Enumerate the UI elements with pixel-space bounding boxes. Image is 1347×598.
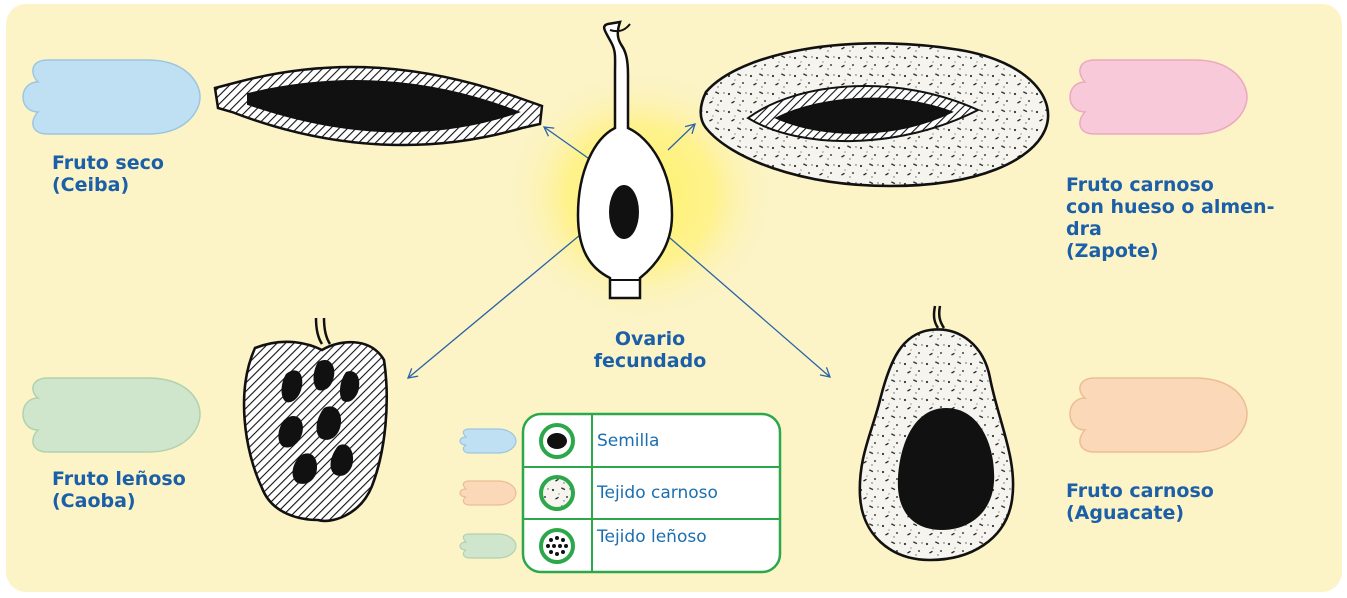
seed-icon: [539, 423, 575, 459]
arrow-green-icon: [22, 377, 201, 453]
legend-arrow-green-icon: [459, 533, 517, 559]
connector-to-stone-fruit: [667, 123, 696, 151]
legend-arrow-orange-icon: [459, 480, 517, 506]
label-dry-fruit-line2: (Ceiba): [52, 174, 130, 196]
label-woody-fruit-line1: Fruto leñoso: [52, 468, 186, 490]
ovary-drawing: [576, 20, 674, 300]
label-dry-fruit-line1: Fruto seco: [52, 152, 164, 174]
label-ovary-line2: fecundado: [593, 350, 707, 372]
legend-arrow-blue-icon: [459, 428, 517, 454]
stone-fruit-drawing: [699, 42, 1050, 188]
arrow-blue-icon: [22, 59, 201, 135]
connector-to-dry-fruit: [542, 126, 589, 159]
label-woody-fruit: Fruto leñoso (Caoba): [52, 468, 186, 512]
arrow-orange-icon: [1069, 377, 1248, 453]
legend-seed-label: Semilla: [597, 431, 660, 451]
connector-to-fleshy-fruit: [669, 237, 832, 378]
arrow-pink-icon: [1069, 59, 1248, 135]
label-stone-fruit-line2: con hueso o almen-: [1066, 196, 1275, 218]
label-stone-fruit-line4: (Zapote): [1066, 240, 1159, 262]
woody-fruit-drawing: [242, 317, 388, 523]
label-fleshy-fruit-line2: (Aguacate): [1066, 502, 1185, 524]
fleshy-tissue-icon: [539, 475, 575, 511]
legend-fleshy-tissue-label: Tejido carnoso: [597, 483, 718, 503]
woody-tissue-icon: [539, 528, 575, 564]
label-fleshy-fruit: Fruto carnoso (Aguacate): [1066, 480, 1214, 524]
dry-fruit-drawing: [213, 65, 544, 147]
label-woody-fruit-line2: (Caoba): [52, 490, 136, 512]
legend-box: [521, 412, 782, 574]
connector-to-woody-fruit: [406, 234, 581, 379]
label-ovary-line1: Ovario: [614, 328, 686, 350]
label-stone-fruit-line3: dra: [1066, 218, 1102, 240]
label-dry-fruit: Fruto seco (Ceiba): [52, 152, 164, 196]
label-stone-fruit-line1: Fruto carnoso: [1066, 174, 1214, 196]
label-stone-fruit: Fruto carnoso con hueso o almen- dra (Za…: [1066, 174, 1274, 262]
label-fleshy-fruit-line1: Fruto carnoso: [1066, 480, 1214, 502]
legend-woody-tissue-label: Tejido leñoso: [597, 527, 707, 547]
label-ovary: Ovario fecundado: [570, 328, 730, 372]
fleshy-fruit-drawing: [858, 305, 1015, 562]
